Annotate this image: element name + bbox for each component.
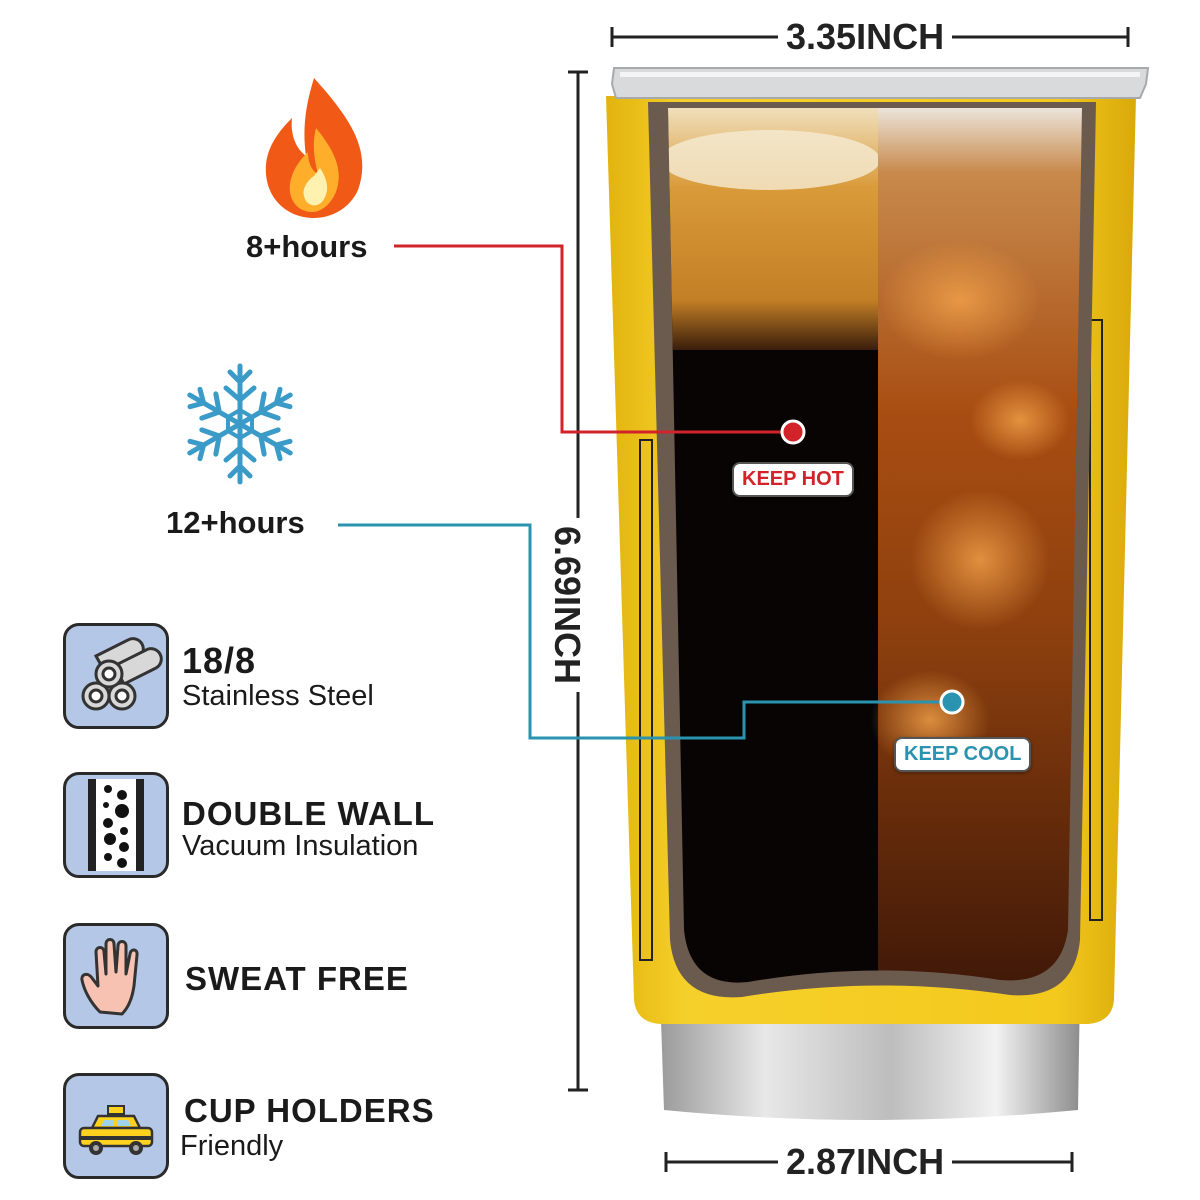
feature-steel-title: 18/8: [182, 640, 257, 681]
keep-cool-badge: KEEP COOL: [894, 737, 1032, 772]
feature-holder-title: CUP HOLDERS: [184, 1092, 435, 1129]
steel-tubes-icon: [81, 637, 163, 711]
feature-holder-icon-box: [63, 1073, 169, 1179]
feature-wall-icon-box: [63, 772, 169, 878]
hand-icon: [80, 938, 139, 1016]
height-label: 6.69INCH: [547, 517, 588, 693]
feature-wall-title: DOUBLE WALL: [182, 795, 435, 832]
feature-steel-subtitle: Stainless Steel: [182, 680, 374, 712]
fire-icon: [265, 78, 363, 218]
hot-hours-label: 8+hours: [246, 229, 368, 264]
feature-wall-subtitle: Vacuum Insulation: [182, 830, 419, 862]
snowflake-icon: [183, 363, 297, 482]
cold-hours-label: 12+hours: [166, 505, 305, 540]
taxi-icon: [78, 1105, 154, 1155]
keep-hot-badge: KEEP HOT: [732, 462, 854, 497]
double-wall-icon: [88, 779, 144, 871]
bottom-width-label: 2.87INCH: [778, 1142, 953, 1182]
feature-steel-icon-box: [63, 623, 169, 729]
top-width-label: 3.35INCH: [778, 17, 953, 57]
feature-holder-subtitle: Friendly: [180, 1130, 284, 1162]
feature-sweat-title: SWEAT FREE: [185, 960, 409, 997]
feature-sweat-icon-box: [63, 923, 169, 1029]
